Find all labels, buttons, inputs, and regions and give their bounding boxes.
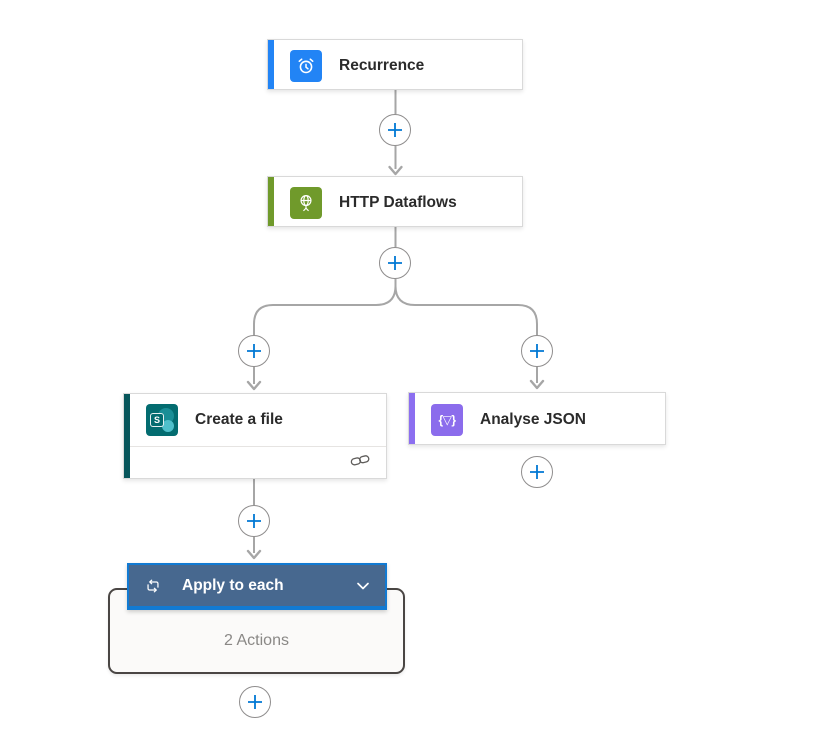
node-title: HTTP Dataflows (339, 193, 457, 211)
link-icon (350, 453, 371, 473)
json-glyph: {▽} (438, 412, 456, 427)
plus-icon (384, 252, 406, 274)
node-analyse-json[interactable]: {▽} Analyse JSON (408, 392, 666, 445)
sharepoint-icon: S (146, 404, 178, 436)
recurrence-accent-bar (268, 40, 274, 89)
add-action-after-create-file-button[interactable] (238, 505, 270, 537)
arrowhead-into-http (388, 165, 403, 176)
actions-count-label: 2 Actions (224, 632, 289, 649)
http-accent-bar (268, 177, 274, 226)
add-action-after-recurrence-button[interactable] (379, 114, 411, 146)
create-file-accent-bar (124, 394, 130, 478)
arrowhead-into-analyse-json (529, 379, 545, 390)
node-title: Apply to each (182, 576, 284, 594)
alarm-clock-icon (290, 49, 322, 82)
plus-icon (243, 340, 265, 362)
node-title: Analyse JSON (480, 410, 586, 428)
arrowhead-into-create-file (246, 380, 262, 391)
add-action-after-http-button[interactable] (379, 247, 411, 279)
json-braces-icon: {▽} (431, 403, 463, 436)
sharepoint-s-tile: S (150, 413, 164, 427)
node-title: Create a file (195, 411, 283, 428)
add-action-branch-left-button[interactable] (238, 335, 270, 367)
globe-icon (290, 186, 322, 219)
plus-icon (243, 510, 265, 532)
plus-icon (526, 461, 548, 483)
connector-branch-right (394, 279, 538, 335)
card-divider (130, 446, 386, 447)
add-action-after-apply-to-each-button[interactable] (239, 686, 271, 718)
sharepoint-circle-small (162, 420, 174, 432)
analyse-json-accent-bar (409, 393, 415, 444)
add-action-branch-right-button[interactable] (521, 335, 553, 367)
node-http-dataflows[interactable]: HTTP Dataflows (267, 176, 523, 227)
plus-icon (384, 119, 406, 141)
chevron-down-icon[interactable] (355, 578, 371, 594)
connector-branch-left (253, 279, 397, 335)
plus-icon (526, 340, 548, 362)
plus-icon (244, 691, 266, 713)
connection-row (130, 447, 386, 478)
add-action-after-analyse-json-button[interactable] (521, 456, 553, 488)
node-recurrence[interactable]: Recurrence (267, 39, 523, 90)
node-title: Recurrence (339, 56, 425, 74)
apply-to-each-header[interactable]: Apply to each (127, 563, 387, 610)
arrowhead-into-apply-to-each (246, 549, 262, 560)
node-create-a-file[interactable]: S Create a file (123, 393, 387, 479)
repeat-icon (144, 577, 162, 595)
